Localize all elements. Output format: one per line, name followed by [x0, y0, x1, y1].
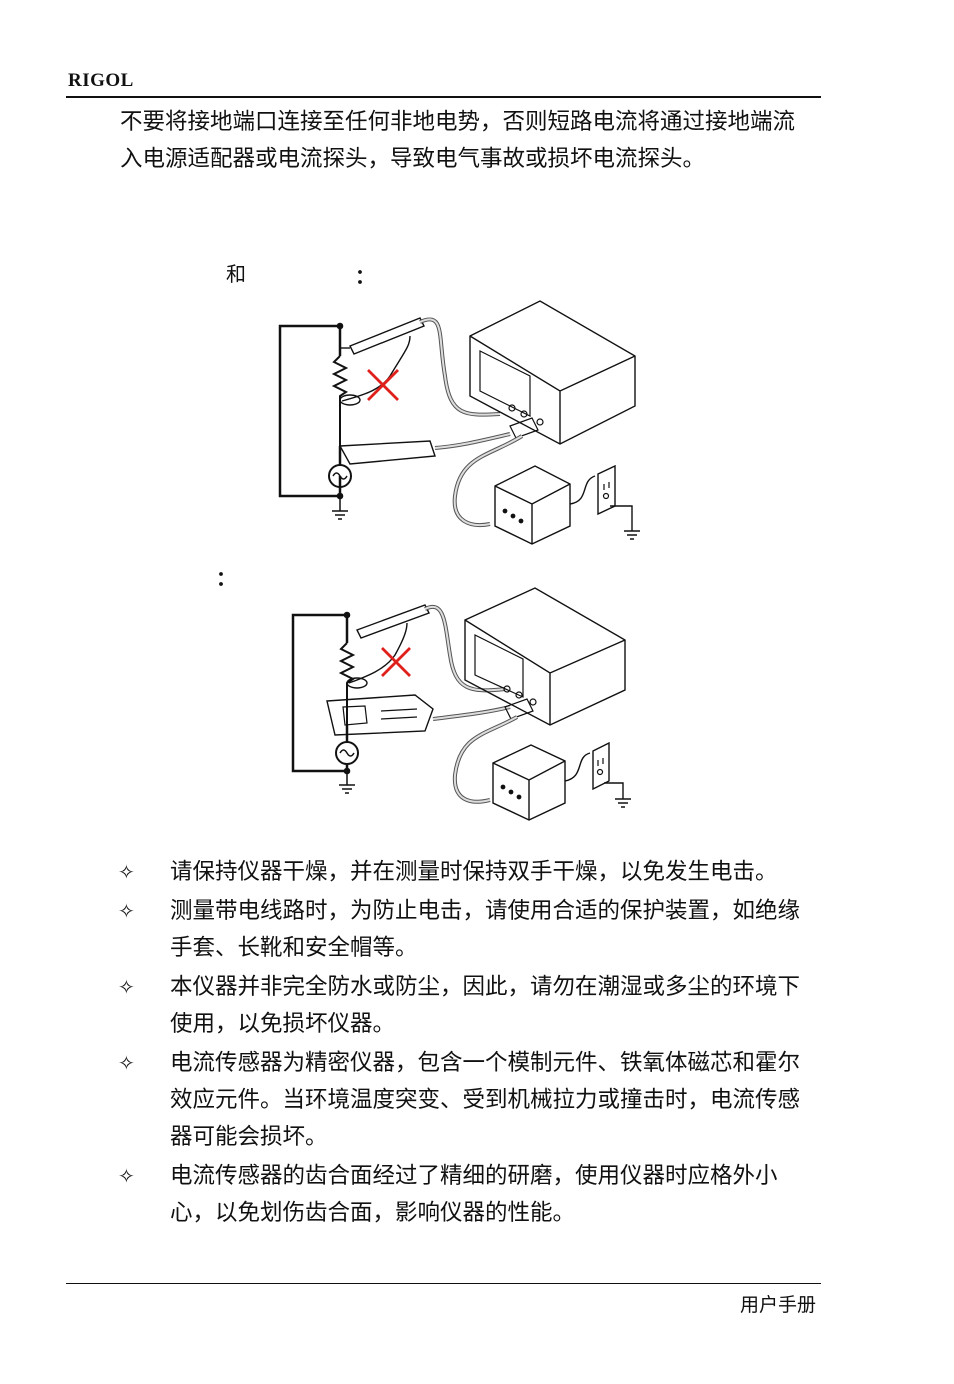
- circuit-wire: [278, 324, 342, 498]
- list-item: ✧电流传感器为精密仪器，包含一个模制元件、铁氧体磁芯和霍尔效应元件。当环境温度突…: [118, 1045, 808, 1156]
- bullet-star-icon: ✧: [118, 975, 135, 999]
- bullet-star-icon: ✧: [118, 860, 135, 884]
- circuit-wire: [291, 613, 349, 773]
- wall-outlet: [592, 741, 610, 791]
- resistor-symbol: [331, 355, 349, 446]
- footer-text: 用户手册: [739, 1294, 816, 1316]
- ground-symbol-right: [624, 530, 640, 540]
- resistor-symbol: [338, 642, 356, 725]
- figure1-label: 和: [226, 262, 246, 286]
- voltage-probe: [349, 317, 425, 355]
- list-item: ✧请保持仪器干燥，并在测量时保持双手干燥，以免发生电击。: [118, 854, 808, 891]
- figure2-diagram: [291, 587, 631, 821]
- ground-symbol-left: [339, 784, 355, 794]
- wall-outlet: [597, 464, 616, 516]
- list-item: ✧电流传感器的齿合面经过了精细的研磨，使用仪器时应格外小心，以免划伤齿合面，影响…: [118, 1158, 808, 1232]
- clamp-meter: [326, 694, 434, 736]
- header-rule: [66, 96, 821, 98]
- bullet-star-icon: ✧: [118, 1051, 135, 1075]
- bullet-star-icon: ✧: [118, 899, 135, 923]
- ground-symbol-right: [615, 798, 631, 808]
- oscilloscope: [464, 587, 626, 726]
- safety-bullet-list: ✧请保持仪器干燥，并在测量时保持双手干燥，以免发生电击。 ✧测量带电线路时，为防…: [118, 854, 808, 1234]
- oscilloscope: [469, 300, 636, 445]
- list-item: ✧本仪器并非完全防水或防尘，因此，请勿在潮湿或多尘的环境下使用，以免损坏仪器。: [118, 969, 808, 1043]
- figure1-colon: ：: [355, 264, 375, 288]
- list-item: ✧测量带电线路时，为防止电击，请使用合适的保护装置，如绝缘手套、长靴和安全帽等。: [118, 893, 808, 967]
- current-clamp-probe: [338, 440, 436, 465]
- bullet-star-icon: ✧: [118, 1164, 135, 1188]
- figure2-colon: ：: [216, 566, 236, 590]
- power-adapter: [492, 744, 566, 821]
- voltage-probe: [356, 604, 430, 639]
- footer-rule: [66, 1283, 821, 1284]
- intro-paragraph: 不要将接地端口连接至任何非地电势，否则短路电流将通过接地端流入电源适配器或电流探…: [120, 109, 796, 172]
- header-brand: RIGOL: [68, 70, 134, 91]
- ground-symbol-left: [332, 510, 348, 520]
- warning-cross-icon: [381, 647, 411, 677]
- power-adapter: [494, 465, 571, 545]
- figure1-diagram: [278, 300, 640, 545]
- warning-cross-icon: [367, 369, 399, 401]
